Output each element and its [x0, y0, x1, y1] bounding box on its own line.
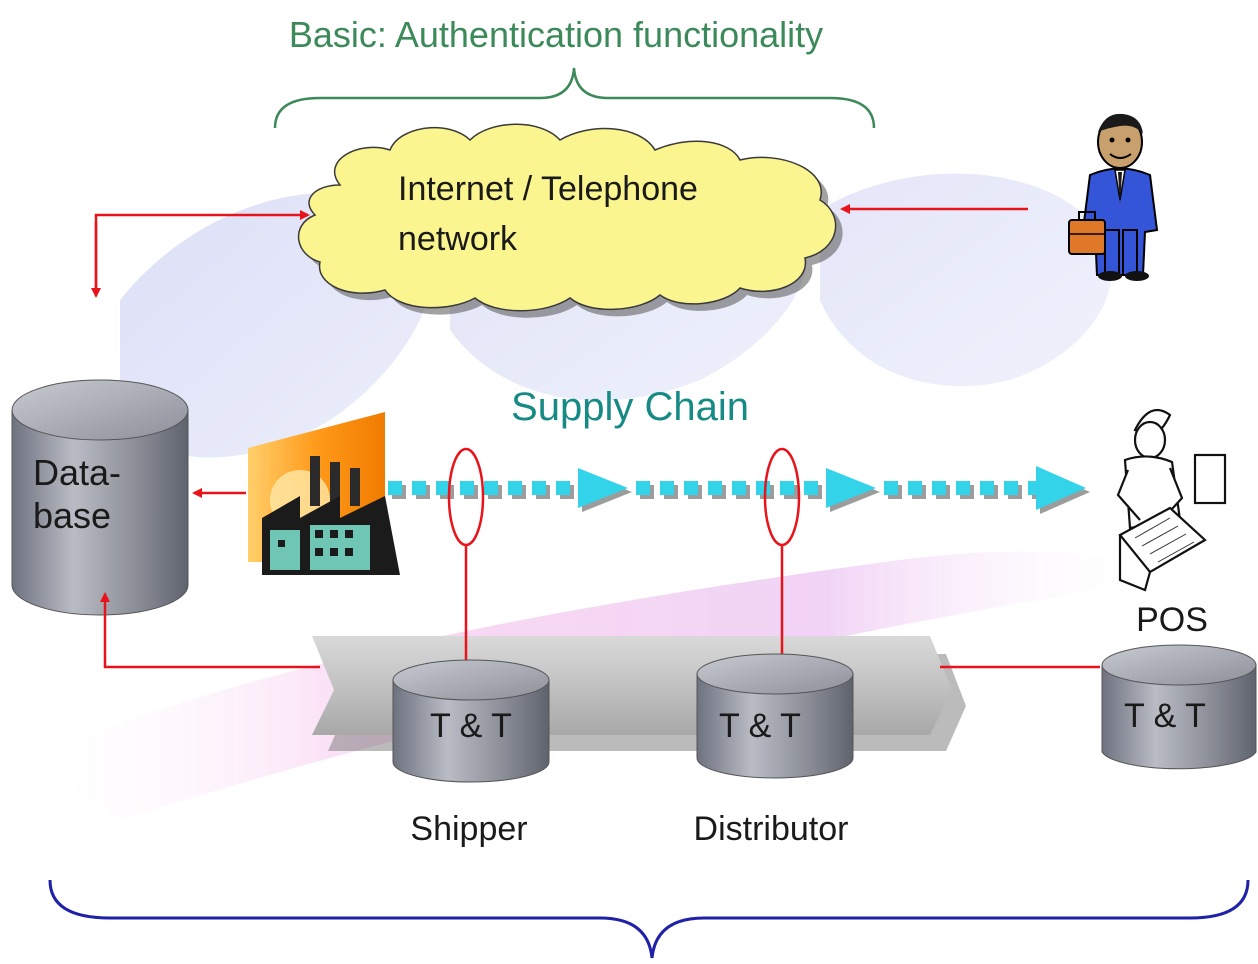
pos-terminal-icon	[1116, 408, 1227, 592]
database-label-line2: base	[33, 495, 111, 536]
pos-caption: POS	[1136, 601, 1208, 639]
top-brace	[273, 67, 876, 129]
factory-icon	[248, 412, 400, 575]
cloud-label-line2: network	[398, 220, 518, 258]
database-label-line1: Data-	[33, 452, 121, 493]
bottom-brace	[48, 879, 1250, 959]
distributor-caption: Distributor	[694, 810, 849, 848]
businessman-icon	[1068, 113, 1159, 281]
shipper-caption: Shipper	[410, 810, 527, 848]
supply-chain-flow	[388, 466, 1090, 514]
supply-chain-label: Supply Chain	[511, 385, 749, 429]
shipper-tt-label: T & T	[430, 707, 512, 745]
distributor-tt-cylinder: T & T	[696, 653, 854, 779]
cloud-label-line1: Internet / Telephone	[398, 170, 698, 208]
connection-arrows	[91, 204, 1100, 672]
pos-tt-cylinder: T & T	[1101, 644, 1257, 770]
database-cylinder: Data- base	[11, 379, 189, 616]
network-cloud: Internet / Telephone network	[298, 123, 843, 318]
shipper-tt-cylinder: T & T	[392, 659, 550, 783]
distributor-tt-label: T & T	[719, 707, 801, 745]
pos-tt-label: T & T	[1124, 697, 1206, 735]
title-text: Basic: Authentication functionality	[289, 14, 823, 55]
